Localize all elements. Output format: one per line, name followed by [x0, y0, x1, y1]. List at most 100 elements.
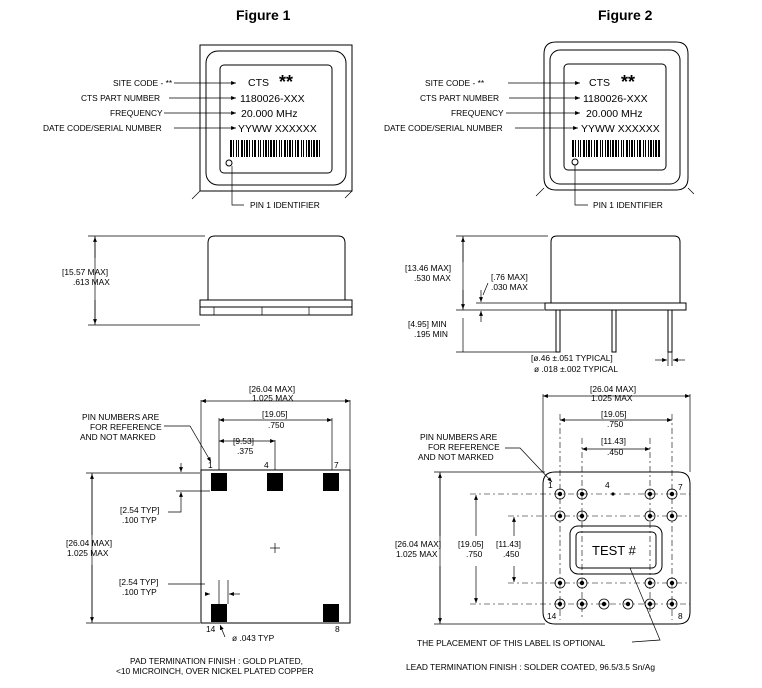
fig1-bottom-span-mm: [19.05]	[262, 409, 288, 419]
fig1-pin-note-3: AND NOT MARKED	[80, 432, 156, 442]
fig2-lead	[622, 598, 634, 610]
fig1-label-part: 1180026-XXX	[240, 93, 305, 105]
fig2-pin-8: 8	[678, 611, 683, 621]
fig2-bottom-height-in: 1.025 MAX	[396, 549, 438, 559]
fig1-callout-pin1: PIN 1 IDENTIFIER	[250, 200, 320, 210]
fig1-pin1-marker	[225, 159, 233, 167]
fig2-lead	[554, 577, 566, 589]
fig2-bottom-view	[470, 394, 691, 625]
fig2-side-height-in: .530 MAX	[414, 273, 451, 283]
fig2-lead-core	[601, 601, 607, 607]
fig1-pin-14: 14	[206, 624, 216, 634]
fig2-lead-core	[579, 513, 585, 519]
fig1-label-date: YYWW XXXXXX	[238, 123, 317, 135]
fig2-lead-pattern	[554, 488, 678, 610]
fig2-bottom-vspan-mm: [19.05]	[458, 539, 484, 549]
fig2-lead-core	[647, 491, 653, 497]
fig1-pin-note-1: PIN NUMBERS ARE	[82, 412, 160, 422]
fig1-title: Figure 1	[236, 7, 291, 23]
fig1-pin-7: 7	[334, 460, 339, 470]
fig2-lead	[644, 510, 656, 522]
fig1-side-height-mm: [15.57 MAX]	[62, 267, 108, 277]
fig2-side-lead-in: .195 MIN	[414, 329, 448, 339]
fig1-pad-diameter: ø .043 TYP	[232, 633, 275, 643]
fig2-lead	[666, 488, 678, 500]
fig1-top-view	[191, 44, 353, 200]
fig2-bottom-vspan-in: .750	[466, 549, 483, 559]
fig1-label-freq: 20.000 MHz	[241, 108, 298, 120]
fig1-finish-line-2: <10 MICROINCH, OVER NICKEL PLATED COPPER	[116, 666, 314, 676]
fig2-label-brand: CTS	[589, 77, 610, 89]
fig1-typ2-mm: [2.54 TYP]	[119, 577, 158, 587]
fig2-lead-core	[557, 491, 563, 497]
fig2-bottom-sub-in: .450	[607, 447, 624, 457]
fig2-lead-core	[579, 601, 585, 607]
fig2-pin-14: 14	[547, 611, 557, 621]
fig1-typ1-in: .100 TYP	[122, 515, 157, 525]
fig1-barcode	[230, 140, 320, 157]
fig1-pin-note-2: FOR REFERENCE	[90, 422, 162, 432]
fig1-pad-7	[323, 473, 339, 491]
fig2-lead	[576, 598, 588, 610]
fig2-bottom-vsub-in: .450	[503, 549, 520, 559]
fig2-side-height-mm: [13.46 MAX]	[405, 263, 451, 273]
fig2-lead-core	[557, 513, 563, 519]
fig2-lead	[554, 510, 566, 522]
fig2-pin-note-3: AND NOT MARKED	[418, 452, 494, 462]
fig2-label-stars: **	[621, 72, 635, 92]
fig2-pin1-marker	[571, 158, 579, 166]
fig1-bottom-half-mm: [9.53]	[233, 436, 254, 446]
fig2-pin-note-2: FOR REFERENCE	[428, 442, 500, 452]
fig2-lead-dia-in: ø .018 ±.002 TYPICAL	[534, 364, 618, 374]
fig2-lead-core	[647, 580, 653, 586]
fig1-callout-date-code: DATE CODE/SERIAL NUMBER	[43, 123, 162, 133]
fig1-bottom-span-in: .750	[268, 420, 285, 430]
fig2-lead-core	[669, 491, 675, 497]
fig2-lead	[576, 577, 588, 589]
fig2-callout-frequency: FREQUENCY	[451, 108, 504, 118]
fig2-top-view	[535, 41, 695, 197]
fig2-placement-note: THE PLACEMENT OF THIS LABEL IS OPTIONAL	[417, 638, 606, 648]
fig2-label-part: 1180026-XXX	[583, 93, 648, 105]
fig2-side-lead-mm: [4.95] MIN	[408, 319, 447, 329]
fig2-barcode	[572, 140, 660, 157]
fig1-label-stars: **	[279, 72, 293, 92]
fig1-label-brand: CTS	[248, 77, 269, 89]
fig1-pad-4	[267, 473, 283, 491]
fig2-lead-core	[579, 491, 585, 497]
fig2-callout-part-number: CTS PART NUMBER	[420, 93, 499, 103]
fig1-pin-8: 8	[335, 624, 340, 634]
fig1-finish-line-1: PAD TERMINATION FINISH : GOLD PLATED,	[130, 656, 303, 666]
fig2-side-view	[544, 235, 687, 353]
fig2-callout-pin1: PIN 1 IDENTIFIER	[593, 200, 663, 210]
fig2-lead	[644, 488, 656, 500]
fig2-lead-dia-mm: [ø.46 ±.051 TYPICAL]	[531, 353, 613, 363]
fig2-lead-core	[669, 601, 675, 607]
fig2-pin-1: 1	[548, 480, 553, 490]
fig2-side-standoff-in: .030 MAX	[491, 282, 528, 292]
fig2-lead-core	[557, 601, 563, 607]
fig1-typ2-in: .100 TYP	[122, 587, 157, 597]
fig2-bottom-width-in: 1.025 MAX	[591, 393, 633, 403]
fig1-side-height-in: .613 MAX	[73, 277, 110, 287]
fig2-bottom-width-mm: [26.04 MAX]	[590, 384, 636, 394]
fig1-pad-14	[211, 604, 227, 622]
fig1-bottom-half-in: .375	[237, 446, 254, 456]
fig2-label-freq: 20.000 MHz	[586, 108, 643, 120]
fig2-lead-core	[579, 580, 585, 586]
fig2-lead-core	[669, 580, 675, 586]
fig1-pad-1	[211, 473, 227, 491]
fig1-callout-frequency: FREQUENCY	[110, 108, 163, 118]
fig2-label-date: YYWW XXXXXX	[581, 123, 660, 135]
fig2-pin-note-1: PIN NUMBERS ARE	[420, 432, 498, 442]
fig2-lead-core	[647, 513, 653, 519]
fig1-pin-4: 4	[264, 460, 269, 470]
fig2-lead	[598, 598, 610, 610]
fig2-bottom-span-mm: [19.05]	[601, 409, 627, 419]
fig2-test-label: TEST #	[592, 543, 637, 558]
fig1-pin-1: 1	[208, 460, 213, 470]
fig2-lead	[554, 488, 566, 500]
fig2-center-mark	[611, 492, 615, 496]
fig2-callout-date-code: DATE CODE/SERIAL NUMBER	[384, 123, 503, 133]
